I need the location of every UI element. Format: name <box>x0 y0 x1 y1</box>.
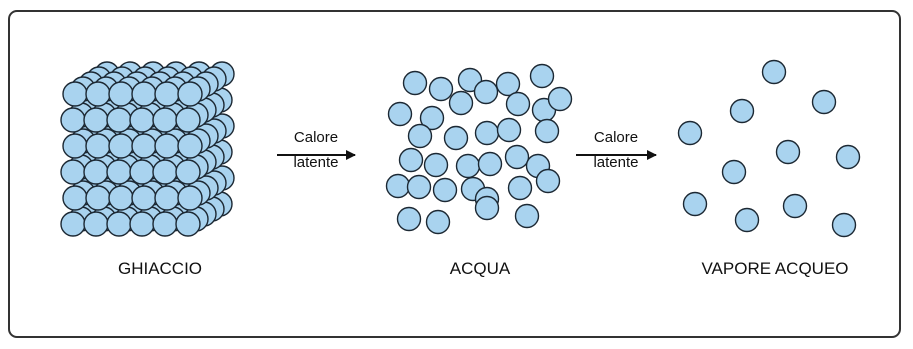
water-molecule <box>445 127 468 150</box>
ice-molecule <box>63 82 87 106</box>
ice-molecule <box>176 160 200 184</box>
water-molecule <box>409 125 432 148</box>
water-molecule <box>457 155 480 178</box>
ice-molecule <box>132 134 156 158</box>
water-molecule <box>387 175 410 198</box>
water-molecule <box>506 146 529 169</box>
ice-molecule <box>86 186 110 210</box>
vapor-molecule <box>736 209 759 232</box>
ice-molecule <box>84 212 108 236</box>
ice-molecule <box>107 160 131 184</box>
ice-molecule <box>109 134 133 158</box>
ice-molecule <box>132 186 156 210</box>
vapor-molecule <box>723 161 746 184</box>
vapor-molecule <box>763 61 786 84</box>
water-molecule <box>536 120 559 143</box>
water-vapor-molecules <box>679 61 860 237</box>
ice-molecule <box>153 212 177 236</box>
ice-molecule <box>109 186 133 210</box>
ice-molecule <box>61 108 85 132</box>
ice-molecule <box>107 212 131 236</box>
vapor-molecule <box>784 195 807 218</box>
vapor-molecule <box>777 141 800 164</box>
vapor-molecule <box>679 122 702 145</box>
water-molecule <box>516 205 539 228</box>
arrow-2-line2: latente <box>578 152 654 173</box>
water-molecule <box>498 119 521 142</box>
water-molecule <box>475 81 498 104</box>
ice-molecule <box>178 134 202 158</box>
water-molecule <box>408 176 431 199</box>
ice-molecule <box>109 82 133 106</box>
arrow-1-line2: latente <box>278 152 354 173</box>
ice-molecule <box>86 134 110 158</box>
water-molecule <box>427 211 450 234</box>
ice-molecule <box>178 186 202 210</box>
label-water: ACQUA <box>380 259 580 279</box>
water-molecule <box>450 92 473 115</box>
ice-molecule <box>153 160 177 184</box>
ice-molecule <box>155 186 179 210</box>
ice-molecule <box>176 212 200 236</box>
liquid-water-molecules <box>387 65 572 234</box>
water-molecule <box>549 88 572 111</box>
arrow-1-line1: Calore <box>278 127 354 148</box>
water-molecule <box>531 65 554 88</box>
arrow-2-label: Calore latente <box>578 127 654 173</box>
ice-molecule <box>107 108 131 132</box>
water-molecule <box>400 149 423 172</box>
vapor-molecule <box>837 146 860 169</box>
ice-molecule <box>86 82 110 106</box>
water-molecule <box>476 197 499 220</box>
vapor-molecule <box>731 100 754 123</box>
vapor-molecule <box>813 91 836 114</box>
ice-molecule <box>176 108 200 132</box>
ice-molecule <box>61 160 85 184</box>
ice-molecule <box>63 134 87 158</box>
water-molecule <box>404 72 427 95</box>
ice-molecule <box>130 212 154 236</box>
water-molecule <box>479 153 502 176</box>
arrow-2-line1: Calore <box>578 127 654 148</box>
arrow-1-label: Calore latente <box>278 127 354 173</box>
ice-lattice <box>61 62 234 236</box>
ice-molecule <box>132 82 156 106</box>
ice-molecule <box>61 212 85 236</box>
vapor-molecule <box>833 214 856 237</box>
water-molecule <box>430 78 453 101</box>
ice-molecule <box>178 82 202 106</box>
water-molecule <box>537 170 560 193</box>
ice-molecule <box>84 108 108 132</box>
vapor-molecule <box>684 193 707 216</box>
label-ice: GHIACCIO <box>60 259 260 279</box>
ice-molecule <box>130 108 154 132</box>
ice-molecule <box>155 82 179 106</box>
ice-molecule <box>130 160 154 184</box>
ice-molecule <box>84 160 108 184</box>
ice-molecule <box>153 108 177 132</box>
water-molecule <box>389 103 412 126</box>
label-vapor: VAPORE ACQUEO <box>665 259 885 279</box>
water-molecule <box>507 93 530 116</box>
water-molecule <box>476 122 499 145</box>
water-molecule <box>425 154 448 177</box>
ice-molecule <box>63 186 87 210</box>
water-molecule <box>509 177 532 200</box>
water-molecule <box>434 179 457 202</box>
ice-molecule <box>155 134 179 158</box>
water-molecule <box>398 208 421 231</box>
